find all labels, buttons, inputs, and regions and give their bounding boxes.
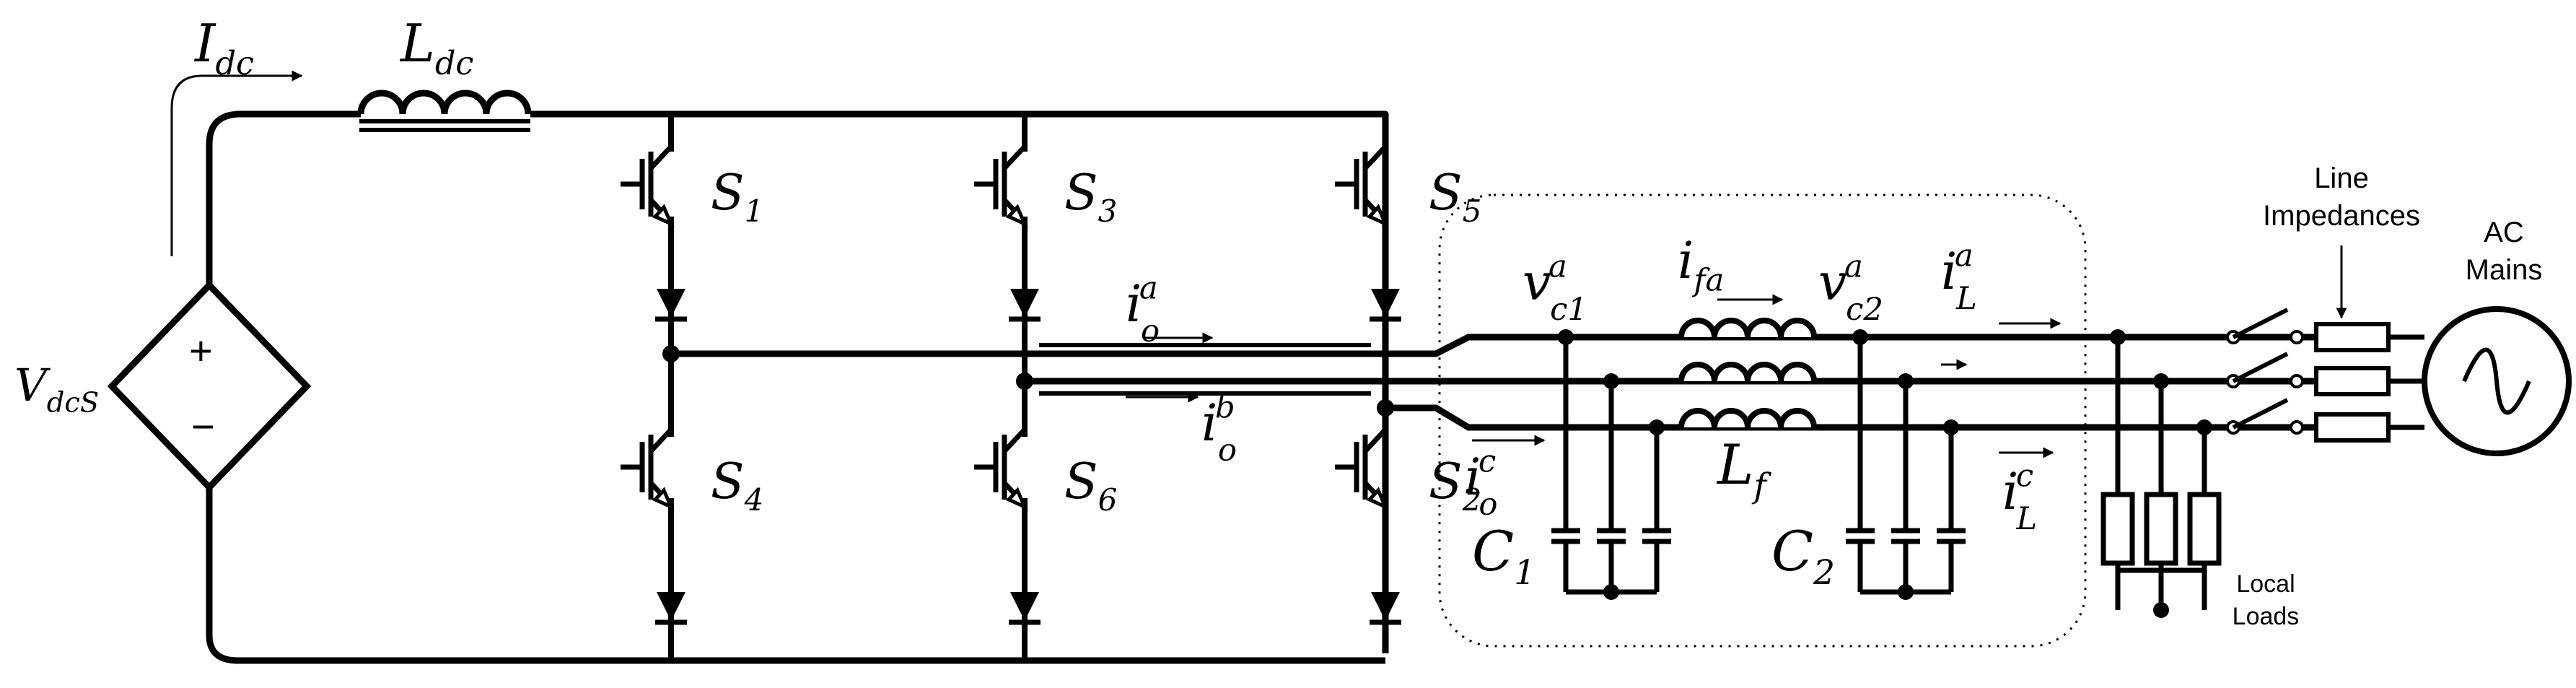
switch-s5 bbox=[1335, 137, 1389, 231]
load-resistor bbox=[2187, 492, 2222, 566]
line-impedance bbox=[2314, 412, 2391, 443]
filter-boundary bbox=[1438, 193, 2087, 648]
diode-d3 bbox=[1009, 289, 1041, 322]
diode-d6 bbox=[1009, 592, 1041, 625]
label-ifa: ifa bbox=[1678, 231, 1724, 299]
load-resistor bbox=[2100, 492, 2135, 566]
igbt-switches bbox=[621, 137, 1389, 514]
grid-side-network bbox=[1126, 245, 2572, 618]
label-c2: C2 bbox=[1771, 519, 1835, 593]
label-s6: S6 bbox=[1064, 453, 1117, 518]
diode-d5 bbox=[1370, 289, 1401, 322]
switch-contact bbox=[2290, 374, 2304, 388]
label-s3: S3 bbox=[1064, 165, 1117, 229]
label-s2: S2 bbox=[1429, 453, 1481, 518]
dc-current-source bbox=[107, 280, 312, 492]
capacitor-bank-c2 bbox=[1846, 329, 1966, 600]
idc-current-arrow bbox=[170, 70, 303, 256]
filter-capacitor-banks bbox=[1551, 329, 1966, 600]
switch-contact bbox=[2290, 330, 2304, 344]
switch-s2 bbox=[1335, 420, 1389, 514]
dc-bus-wires bbox=[206, 110, 1389, 664]
breaker-switch bbox=[2232, 352, 2289, 383]
switch-s4 bbox=[621, 420, 675, 514]
capacitor-bank-c1 bbox=[1551, 329, 1671, 600]
plus-sign: + bbox=[189, 328, 213, 373]
switch-contact bbox=[2290, 420, 2304, 435]
minus-sign: − bbox=[191, 404, 215, 449]
diode-d2 bbox=[1370, 592, 1401, 625]
breaker-switch bbox=[2232, 308, 2289, 339]
label-local-loads: Loads bbox=[2233, 603, 2300, 630]
label-ac-mains: Mains bbox=[2466, 254, 2543, 286]
switch-s3 bbox=[974, 137, 1028, 231]
label-c1: C1 bbox=[1472, 519, 1535, 593]
load-neutral-node bbox=[2153, 602, 2169, 618]
phase-bundle bbox=[1039, 343, 1371, 396]
lf-inductors bbox=[1678, 318, 1817, 428]
phase-wires bbox=[671, 334, 2338, 431]
switch-s6 bbox=[974, 420, 1028, 514]
label-s1: S1 bbox=[711, 165, 763, 229]
label-s4: S4 bbox=[711, 453, 763, 518]
leg-nodes bbox=[662, 345, 1394, 417]
load-resistor bbox=[2144, 492, 2178, 566]
label-vdcs: VdcS bbox=[14, 359, 99, 419]
switch-s1 bbox=[621, 137, 675, 231]
label-local-loads: Local bbox=[2236, 570, 2295, 598]
label-ldc: Ldc bbox=[399, 13, 473, 82]
line-impedance bbox=[2314, 366, 2391, 396]
diode-d4 bbox=[655, 592, 687, 625]
ldc-inductor bbox=[357, 90, 532, 132]
line-impedance bbox=[2314, 322, 2391, 352]
label-ac-mains: AC bbox=[2484, 217, 2524, 248]
label-s5: S5 bbox=[1429, 165, 1481, 229]
label-line-impedances: Line bbox=[2314, 162, 2369, 194]
diode-d1 bbox=[655, 289, 687, 322]
breaker-switch bbox=[2232, 398, 2289, 430]
sine-icon bbox=[2462, 347, 2531, 415]
series-diodes bbox=[655, 289, 1401, 625]
label-line-impedances: Impedances bbox=[2263, 200, 2420, 232]
label-lf: Lf bbox=[1716, 432, 1771, 506]
label-idc: Idc bbox=[193, 13, 254, 82]
